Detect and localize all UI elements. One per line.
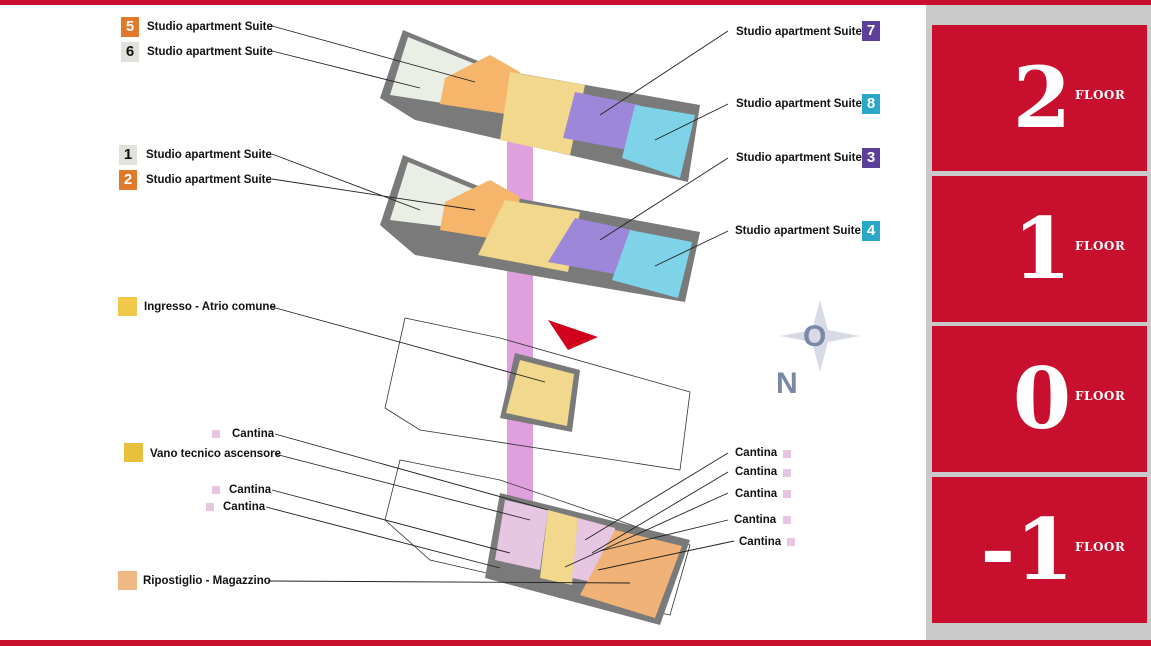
leader-cantina-l2 — [271, 489, 511, 554]
suite-3-number-badge: 3 — [862, 148, 880, 168]
compass-north-letter: N — [776, 367, 798, 400]
suite-5-label: Studio apartment Suite — [147, 21, 273, 33]
cantina-label-l1: Cantina — [232, 428, 275, 440]
leader-cantina-l1 — [274, 433, 549, 511]
leader-cantina-r1 — [584, 452, 729, 541]
cantina-swatch-l1 — [212, 430, 220, 438]
compass-east-letter: O — [803, 320, 826, 353]
floor-2-label: FLOOR — [1075, 88, 1126, 102]
leader-cantina-r4 — [599, 519, 729, 552]
cantina-label-l2: Cantina — [229, 484, 272, 496]
leader-ripostiglio — [267, 580, 631, 584]
floor-minus-1-number: -1 — [980, 500, 1074, 599]
suite-5-area — [440, 55, 520, 115]
floor-2-plan — [380, 30, 700, 182]
floor-2-number: 2 — [1012, 48, 1072, 147]
floor-1-label: FLOOR — [1075, 239, 1126, 253]
leader-suite-4 — [654, 230, 729, 267]
suite-4-area — [612, 230, 692, 298]
suite-5-number-badge: 5 — [121, 17, 139, 37]
lift-shaft — [507, 90, 533, 545]
ripostiglio-swatch — [118, 571, 137, 590]
lift-technical-area — [540, 510, 578, 585]
cantina-label-r4: Cantina — [734, 514, 777, 526]
cantina-swatch-r4 — [783, 516, 791, 524]
cantina-swatch-r1 — [783, 450, 791, 458]
suite-4-number-badge: 4 — [862, 221, 880, 241]
leader-lines — [265, 25, 735, 584]
cantina-label-r5: Cantina — [739, 536, 782, 548]
floor-1-plan — [380, 155, 700, 302]
cantina-label-l3: Cantina — [223, 501, 266, 513]
leader-cantina-l3 — [265, 506, 501, 569]
floor-plan-diagram: O N — [265, 25, 860, 625]
suite-3-area — [548, 218, 632, 275]
floor-minus-1-label: FLOOR — [1075, 540, 1126, 554]
cantina-label-r1: Cantina — [735, 447, 778, 459]
suite-7-label: Studio apartment Suite — [736, 26, 862, 38]
leader-cantina-r5 — [597, 540, 735, 571]
cantina-swatch-l3 — [206, 503, 214, 511]
suite-8-number-badge: 8 — [862, 94, 880, 114]
cantina-label-r2: Cantina — [735, 466, 778, 478]
common-area-floor-2 — [500, 72, 585, 155]
leader-suite-6 — [271, 50, 421, 89]
top-border — [0, 0, 1151, 5]
ingresso-label: Ingresso - Atrio comune — [144, 301, 276, 313]
floor-0-context-outline — [384, 317, 691, 471]
compass-rose: O N — [776, 300, 860, 400]
leader-vano — [274, 453, 531, 521]
floor-2-panel: 2 FLOOR — [932, 25, 1147, 171]
suite-8-area — [622, 105, 695, 178]
storage-area — [580, 530, 682, 618]
floor-0-panel: 0 FLOOR — [932, 326, 1147, 472]
suite-3-label: Studio apartment Suite — [736, 152, 862, 164]
cantina-label-r3: Cantina — [735, 488, 778, 500]
floor-0-number: 0 — [1012, 349, 1072, 448]
entrance-area — [506, 360, 574, 426]
suite-8-label: Studio apartment Suite — [736, 98, 862, 110]
suite-6-label: Studio apartment Suite — [147, 46, 273, 58]
leader-suite-7 — [599, 30, 729, 116]
floor-1-panel: 1 FLOOR — [932, 176, 1147, 322]
leader-suite-5 — [271, 25, 476, 83]
ingresso-swatch — [118, 297, 137, 316]
leader-suite-8 — [654, 103, 729, 141]
floor-1-number: 1 — [1012, 199, 1072, 298]
cantina-swatch-r5 — [787, 538, 795, 546]
ripostiglio-label: Ripostiglio - Magazzino — [143, 575, 271, 587]
floor-0-plan — [384, 317, 691, 471]
floor-0-label: FLOOR — [1075, 389, 1126, 403]
leader-suite-2 — [271, 178, 476, 211]
suite-4-label: Studio apartment Suite — [735, 225, 861, 237]
entrance-arrow — [548, 320, 598, 350]
suite-7-area — [563, 92, 640, 150]
suite-2-label: Studio apartment Suite — [146, 174, 272, 186]
suite-2-number-badge: 2 — [119, 170, 137, 190]
leader-cantina-r2 — [591, 471, 729, 554]
cantina-swatch-r3 — [783, 490, 791, 498]
leader-cantina-r3 — [564, 492, 729, 568]
leader-ingresso — [271, 306, 546, 383]
suite-1-label: Studio apartment Suite — [146, 149, 272, 161]
suite-1-number-badge: 1 — [119, 145, 137, 165]
leader-suite-3 — [599, 157, 729, 241]
bottom-border — [0, 640, 1151, 646]
cantina-swatch-l2 — [212, 486, 220, 494]
vano-swatch — [124, 443, 143, 462]
floor-minus-1-plan — [384, 459, 691, 625]
floor-minus-1-panel: -1 FLOOR — [932, 477, 1147, 623]
cantina-swatch-r2 — [783, 469, 791, 477]
suite-7-number-badge: 7 — [862, 21, 880, 41]
suite-6-number-badge: 6 — [121, 42, 139, 62]
leader-suite-1 — [271, 153, 421, 211]
vano-label: Vano tecnico ascensore — [150, 448, 282, 460]
